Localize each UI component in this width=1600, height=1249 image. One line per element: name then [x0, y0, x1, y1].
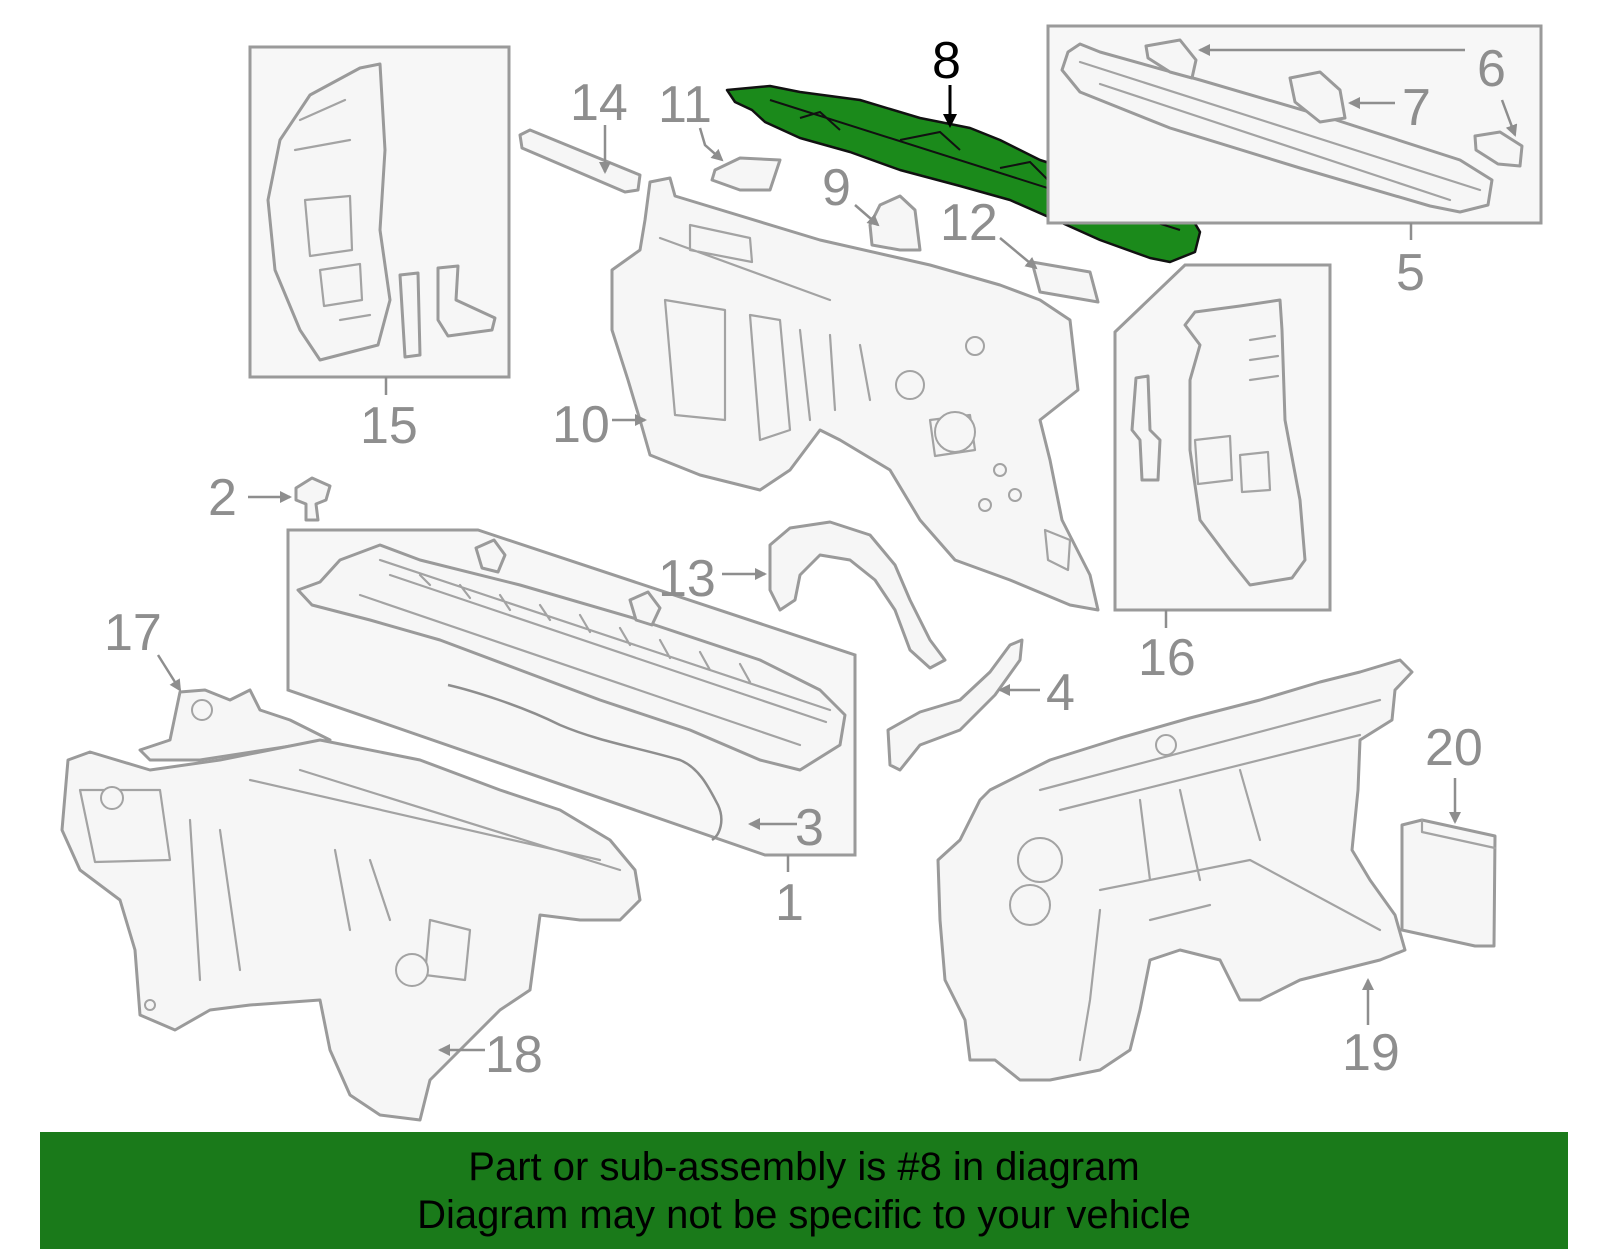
- callout-9: 9: [822, 159, 851, 217]
- callout-8: 8: [932, 32, 961, 90]
- callout-20: 20: [1425, 719, 1483, 777]
- callout-1: 1: [775, 874, 804, 932]
- part-10-hole-b: [965, 336, 985, 356]
- part-18-hole-c: [395, 953, 429, 987]
- part-3-hose: [447, 683, 723, 842]
- part-9: [868, 194, 922, 252]
- part-1-group: 3 1: [286, 528, 857, 932]
- part-10-hole-d: [993, 463, 1007, 477]
- banner-line-1: Part or sub-assembly is #8 in diagram: [468, 1144, 1140, 1189]
- callout-18: 18: [485, 1026, 543, 1084]
- part-1-clip-a: [474, 538, 507, 574]
- part-14-group: 14: [518, 74, 642, 194]
- part-9-group: 9: [822, 159, 922, 252]
- part-2-group: 2: [208, 469, 332, 527]
- part-19: [936, 658, 1414, 1082]
- part-8-detail: [769, 99, 1181, 231]
- callout-13: 13: [658, 550, 716, 608]
- callout-3: 3: [795, 799, 824, 857]
- part-15-group: 15: [248, 45, 511, 455]
- part-18-hole-a: [100, 786, 124, 810]
- part-4: [886, 638, 1024, 772]
- part-15-pillar: [266, 62, 392, 362]
- part-18-detail: [78, 768, 622, 982]
- part-10-detail: [658, 223, 1072, 572]
- part-15-detail: [293, 98, 372, 322]
- callout-11: 11: [658, 76, 712, 134]
- callout-2: 2: [208, 469, 237, 527]
- leader-6b: [1500, 99, 1518, 137]
- part-19-hole-a: [1017, 837, 1063, 883]
- part-20-detail: [1420, 818, 1497, 850]
- part-19-detail: [1038, 698, 1382, 1062]
- part-16-bracket: [1130, 374, 1162, 482]
- part-17-18-group: 17 18: [60, 604, 642, 1122]
- callout-16: 16: [1138, 629, 1196, 687]
- part-16-group: 16: [1113, 263, 1332, 687]
- leader-11: [698, 127, 724, 162]
- part-19-group: 19: [936, 658, 1414, 1082]
- banner-line-2: Diagram may not be specific to your vehi…: [417, 1192, 1191, 1237]
- part-5-group: 6 7 5: [1046, 24, 1543, 302]
- part-6-b: [1473, 130, 1524, 168]
- callout-19: 19: [1342, 1024, 1400, 1082]
- leader-17: [156, 654, 182, 692]
- part-14: [518, 128, 642, 194]
- leader-9: [854, 204, 880, 227]
- part-13-group: 13: [658, 520, 947, 670]
- callout-4: 4: [1046, 664, 1075, 722]
- part-10-hole-c: [934, 411, 976, 453]
- part-4-group: 4: [886, 638, 1075, 772]
- part-13: [768, 520, 947, 670]
- part-7: [1288, 70, 1347, 124]
- callout-14: 14: [570, 74, 628, 132]
- part-11: [710, 156, 782, 192]
- part-10-hole-e: [1008, 488, 1022, 502]
- leader-12: [999, 237, 1038, 270]
- part-19-hole-b: [1009, 884, 1051, 926]
- part-5-bar: [1060, 42, 1494, 214]
- callout-5: 5: [1396, 244, 1425, 302]
- callout-17: 17: [104, 604, 162, 662]
- callout-15: 15: [360, 397, 418, 455]
- part-15-bracket-a: [398, 271, 422, 359]
- part-19-hole-c: [1155, 734, 1177, 756]
- part-2: [294, 476, 332, 522]
- part-5-detail: [1078, 60, 1482, 202]
- notice-banner: Part or sub-assembly is #8 in diagram Di…: [40, 1132, 1568, 1249]
- callout-6: 6: [1477, 40, 1506, 98]
- part-12-group: 12: [940, 194, 1100, 304]
- part-6-a: [1144, 38, 1198, 80]
- part-15-bracket-b: [436, 264, 497, 338]
- callout-12: 12: [940, 194, 998, 252]
- part-18-hole-d: [144, 999, 156, 1011]
- part-1-clip-b: [628, 590, 662, 627]
- part-1-louvers: [358, 558, 832, 747]
- callout-7: 7: [1402, 79, 1431, 137]
- part-18-hole-b: [191, 699, 213, 721]
- part-17: [138, 688, 332, 762]
- part-16-pillar: [1183, 298, 1307, 587]
- part-10: [610, 176, 1100, 612]
- part-16-detail: [1193, 334, 1280, 494]
- part-10-group: 10: [552, 176, 1100, 612]
- part-20-group: 20: [1400, 719, 1497, 948]
- part-10-hole-f: [978, 498, 992, 512]
- part-11-group: 11: [658, 76, 782, 192]
- callout-10: 10: [552, 396, 610, 454]
- part-12: [1030, 260, 1100, 304]
- part-10-hole-a: [895, 370, 925, 400]
